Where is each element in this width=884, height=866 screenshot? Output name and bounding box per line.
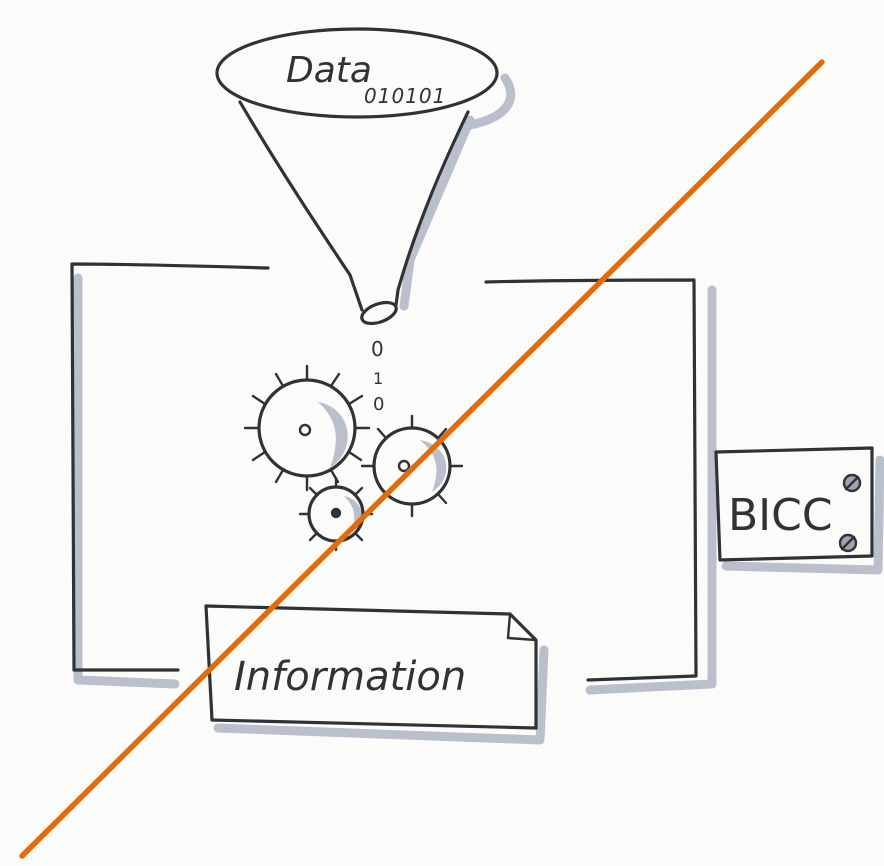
funnel-stem-shadow bbox=[399, 115, 475, 311]
dropping-bit-0: 0 bbox=[371, 337, 384, 361]
document-outline bbox=[204, 604, 538, 730]
gear-icon-medium bbox=[360, 414, 464, 518]
funnel-icon: Data 010101 bbox=[215, 27, 516, 326]
gear-large-hub bbox=[298, 423, 312, 437]
document-fold bbox=[506, 612, 538, 642]
screw-icon-top bbox=[842, 473, 862, 493]
process-box bbox=[70, 262, 717, 695]
strike-line bbox=[19, 59, 825, 859]
device-icon: BICC bbox=[714, 446, 884, 575]
document-label: Information bbox=[234, 654, 466, 700]
screw-icon-bottom bbox=[838, 533, 858, 553]
gear-large-teeth bbox=[243, 364, 371, 492]
device-shadow bbox=[721, 455, 884, 575]
process-box-right-outline bbox=[484, 278, 698, 682]
funnel-shadow bbox=[465, 73, 516, 130]
funnel-rim bbox=[215, 27, 499, 119]
gear-icon-large bbox=[243, 364, 371, 492]
gear-large-shade bbox=[318, 402, 348, 468]
dropping-bits: 0 1 0 bbox=[371, 337, 384, 415]
process-box-shadow-right bbox=[585, 285, 717, 695]
funnel-label: Data bbox=[286, 50, 372, 91]
funnel-left-side bbox=[238, 100, 364, 312]
gear-icon-small bbox=[298, 476, 374, 552]
document-icon: Information bbox=[204, 604, 549, 745]
process-box-shadow-left bbox=[73, 273, 180, 689]
gear-small-hub bbox=[330, 507, 342, 519]
funnel-right-side bbox=[394, 110, 470, 307]
device-label: BICC bbox=[728, 490, 833, 541]
funnel-bits: 010101 bbox=[364, 84, 446, 108]
funnel-spout bbox=[360, 300, 398, 326]
device-outline bbox=[714, 446, 874, 562]
dropping-bit-2: 0 bbox=[373, 394, 384, 415]
process-box-left-outline bbox=[70, 262, 270, 672]
gear-medium-hub bbox=[397, 459, 411, 473]
dropping-bit-1: 1 bbox=[373, 369, 383, 388]
document-shadow bbox=[213, 645, 549, 745]
gear-medium-shade bbox=[420, 440, 447, 492]
